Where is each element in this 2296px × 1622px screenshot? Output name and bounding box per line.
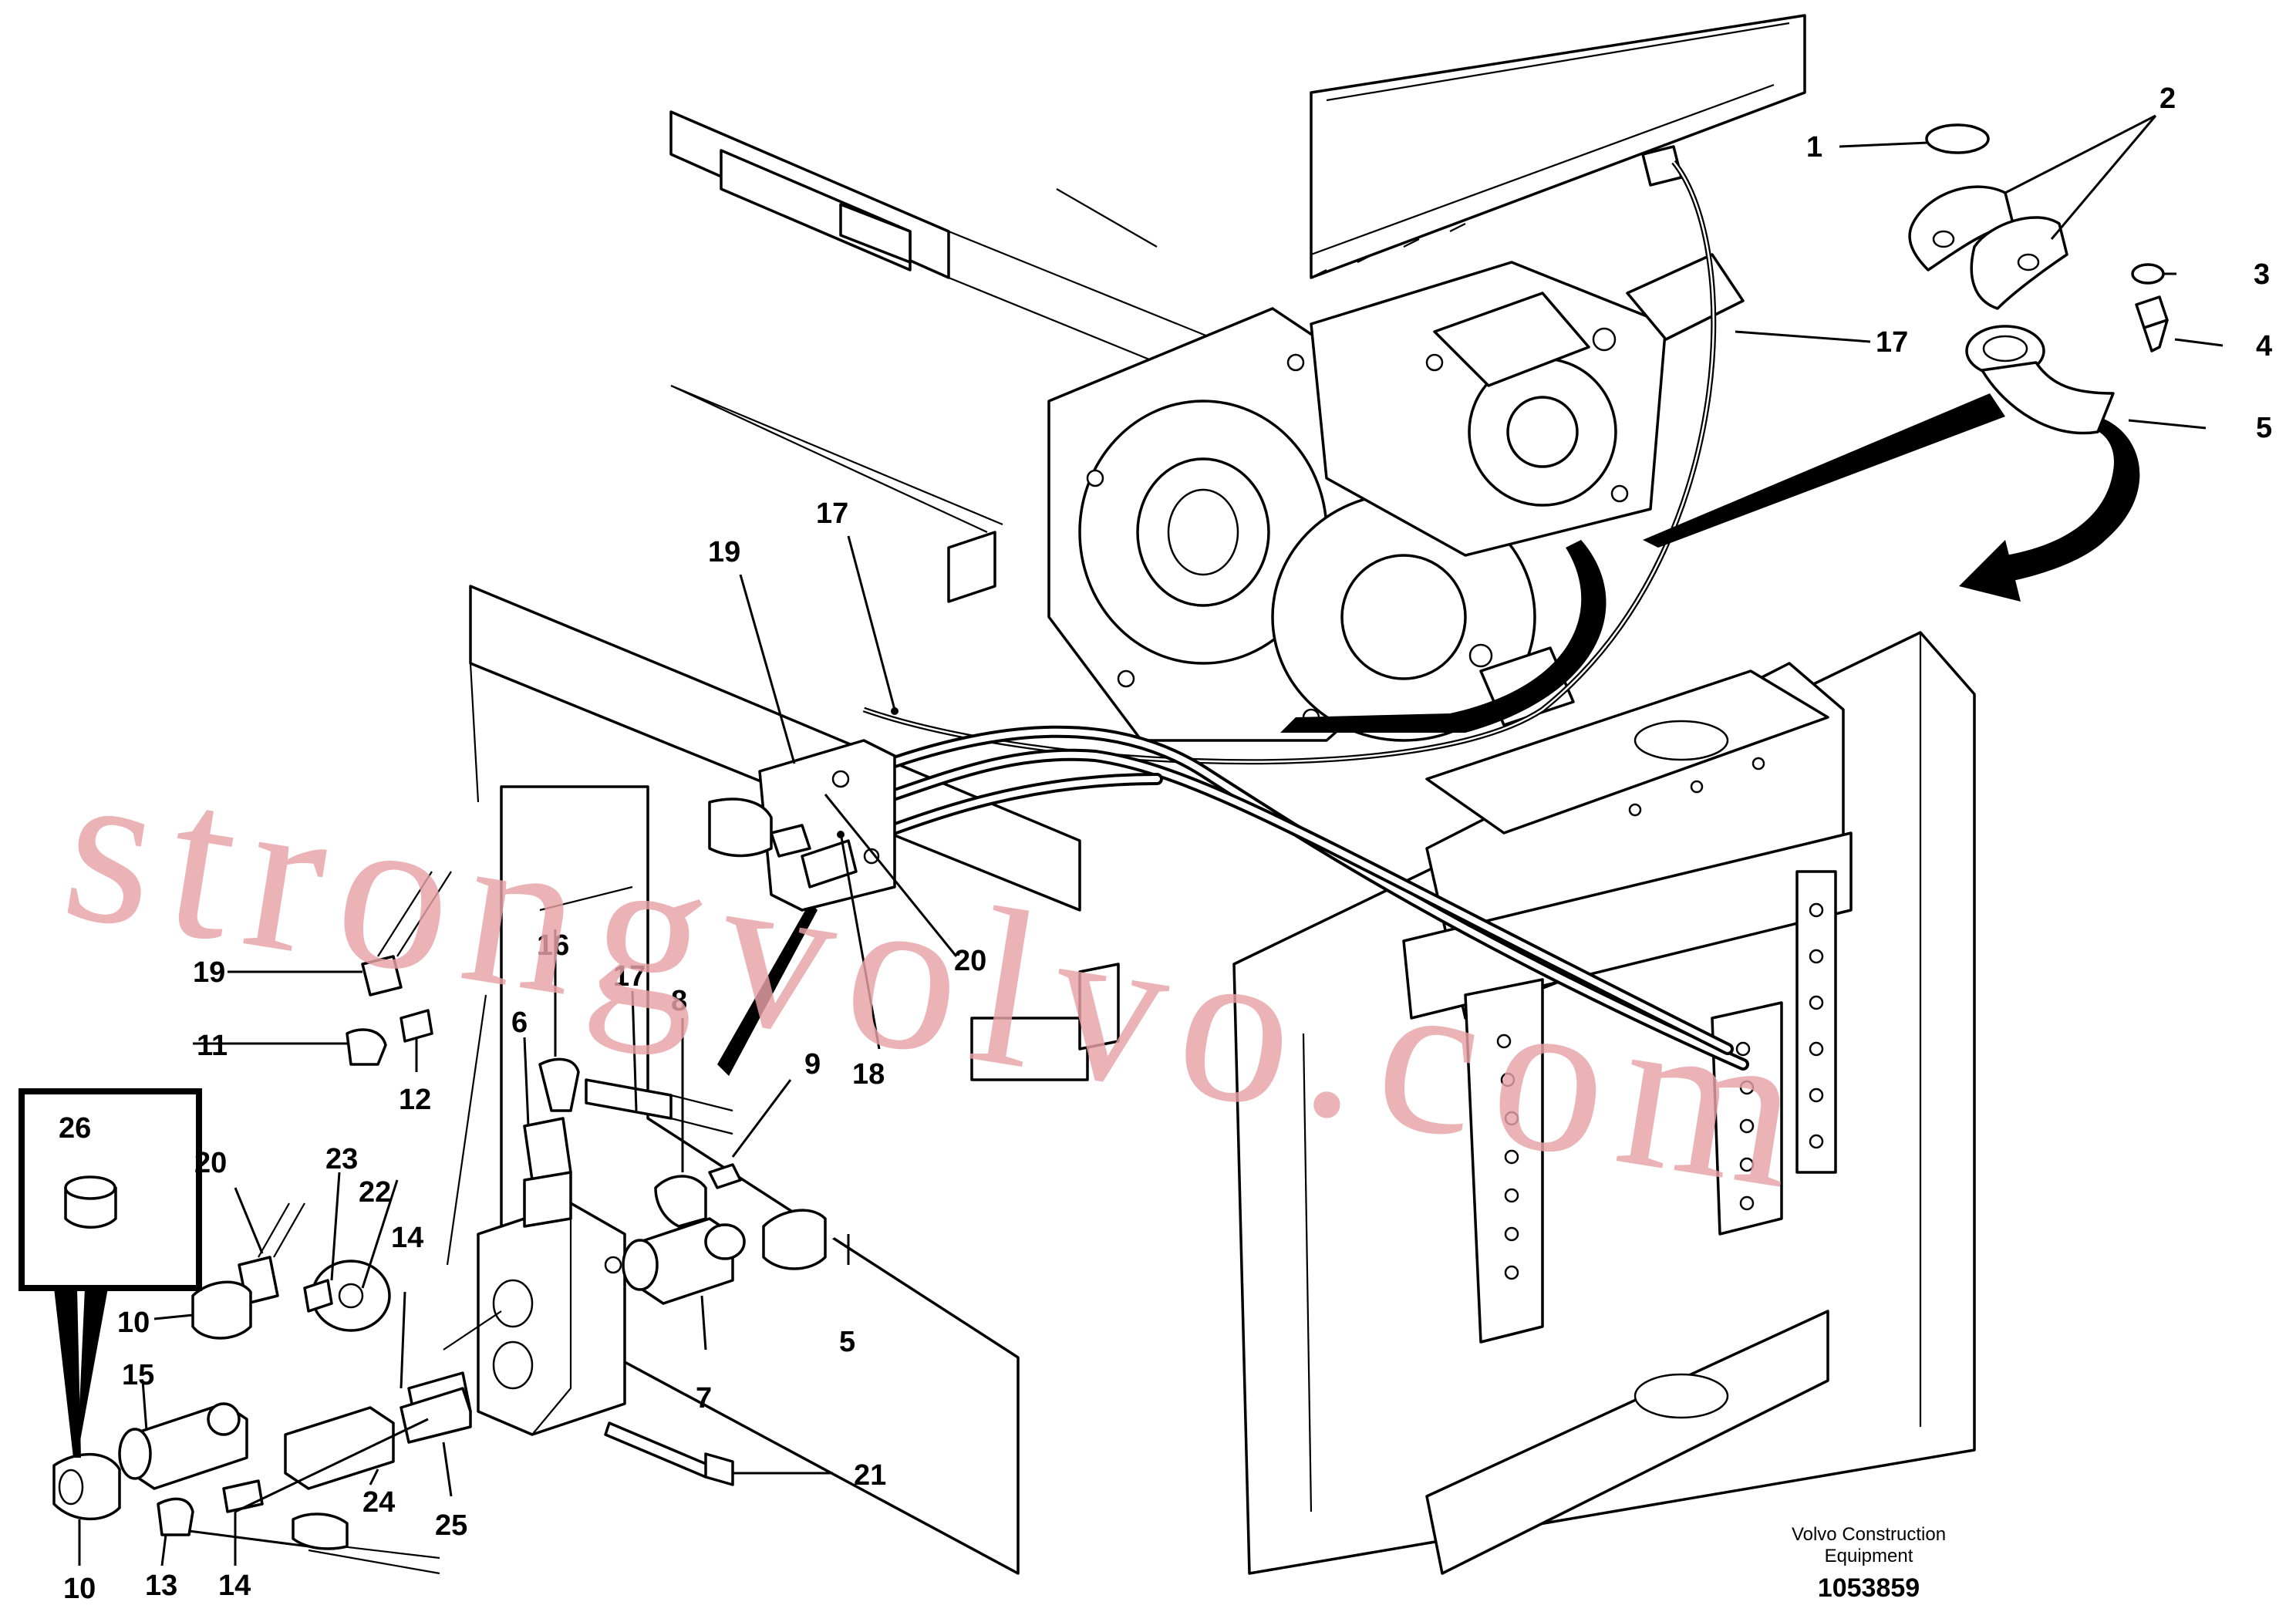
nipple-part-12 (400, 1009, 433, 1043)
hoses (292, 160, 2140, 1575)
elbow-part-13 (157, 1497, 194, 1536)
control-valve-assembly (708, 739, 896, 912)
label-20-left: 20 (194, 1147, 227, 1179)
label-7: 7 (696, 1382, 712, 1415)
nut-part-23 (303, 1279, 333, 1313)
label-5-lower: 5 (839, 1326, 855, 1358)
label-12: 12 (399, 1084, 431, 1116)
label-18: 18 (852, 1058, 885, 1091)
gearbox-pump-assembly (947, 145, 1745, 742)
label-10-upper: 10 (117, 1307, 150, 1339)
label-20-middle: 20 (954, 945, 986, 977)
label-17-left: 17 (613, 960, 646, 993)
tee-fitting-part-7 (622, 1217, 746, 1305)
label-25: 25 (435, 1509, 467, 1542)
frame-rails (469, 14, 1976, 1575)
label-5-right: 5 (2256, 412, 2272, 444)
label-24: 24 (362, 1486, 395, 1519)
label-9: 9 (804, 1048, 821, 1081)
label-14-upper: 14 (391, 1222, 423, 1254)
label-17-middle: 17 (816, 497, 848, 530)
label-14-lower: 14 (218, 1570, 251, 1602)
label-19-left: 19 (193, 956, 225, 989)
elbow-part-11 (346, 1028, 387, 1066)
label-6: 6 (511, 1007, 528, 1039)
elbow-part-16 (538, 1057, 580, 1112)
hose-nut-part-5 (762, 1209, 827, 1270)
adapter-part-10-upper (191, 1280, 252, 1340)
valve-section-part-6 (477, 1117, 626, 1436)
part-labels: 1 2 3 4 5 17 17 19 20 18 9 8 17 16 6 19 … (59, 83, 2272, 1605)
label-1: 1 (1806, 131, 1822, 164)
o-ring-part-1 (1925, 123, 1990, 154)
label-15: 15 (122, 1359, 154, 1391)
label-4: 4 (2256, 330, 2272, 363)
label-13: 13 (145, 1570, 177, 1602)
check-valve-part-25 (400, 1387, 472, 1444)
label-16: 16 (537, 929, 569, 962)
tee-part-15 (118, 1402, 248, 1490)
bolt-part-21 (604, 1421, 734, 1486)
label-11: 11 (197, 1030, 228, 1062)
label-19-top: 19 (708, 536, 740, 568)
drawing-footer: Volvo Construction Equipment 1053859 (1792, 1524, 1946, 1603)
leader-lines (78, 114, 2224, 1566)
flange-clamp-part-2 (1908, 185, 2068, 310)
label-17-right: 17 (1876, 326, 1908, 359)
leader-dots (837, 707, 899, 838)
label-2: 2 (2159, 83, 2176, 115)
label-26: 26 (59, 1112, 91, 1145)
label-22: 22 (359, 1176, 391, 1209)
elbow-fitting-part-5 (1965, 325, 2115, 435)
label-10-lower: 10 (63, 1573, 96, 1605)
bracket-holes (1496, 757, 1824, 1280)
exploded-parts (52, 123, 2169, 1536)
label-23: 23 (325, 1143, 358, 1175)
elbow-part-8 (654, 1175, 707, 1228)
coupling-part-24 (284, 1406, 395, 1490)
washer-part-3 (2131, 263, 2165, 285)
inset-box-part-26 (19, 1088, 202, 1458)
label-3: 3 (2254, 258, 2270, 291)
footer-company-line1: Volvo Construction (1792, 1524, 1946, 1545)
label-8: 8 (671, 985, 687, 1017)
footer-company-line2: Equipment (1825, 1546, 1913, 1566)
label-21: 21 (854, 1459, 886, 1492)
nipple-part-9 (708, 1163, 742, 1189)
hose-end-part-19 (361, 955, 403, 996)
bolt-part-4 (2135, 295, 2169, 352)
footer-drawing-number: 1053859 (1818, 1573, 1920, 1603)
